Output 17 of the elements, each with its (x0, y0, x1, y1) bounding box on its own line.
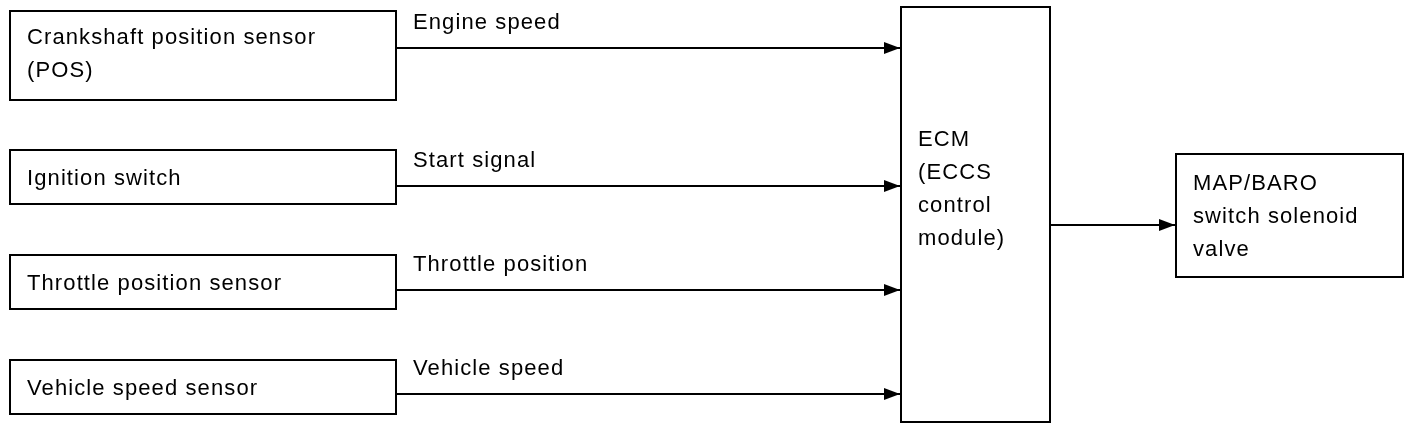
switch-box (9, 149, 397, 205)
box-label: Crankshaft position sensor (POS) (27, 23, 318, 84)
sensor-box (9, 254, 397, 310)
arrow (1050, 219, 1176, 231)
arrow (396, 388, 901, 400)
box-label: MAP/BARO switch solenoid valve (1193, 169, 1360, 263)
box-label: ECM (ECCS control module) (918, 125, 1007, 252)
arrow (396, 180, 901, 192)
arrow (396, 284, 901, 296)
box-label: Throttle position sensor (27, 268, 283, 297)
sensor-box (9, 10, 397, 101)
box-label: Vehicle speed sensor (27, 373, 259, 402)
arrow (396, 42, 901, 54)
sensor-box (9, 359, 397, 415)
valve-box (1175, 153, 1404, 278)
control-module-box (900, 6, 1051, 423)
box-label: Ignition switch (27, 163, 182, 192)
